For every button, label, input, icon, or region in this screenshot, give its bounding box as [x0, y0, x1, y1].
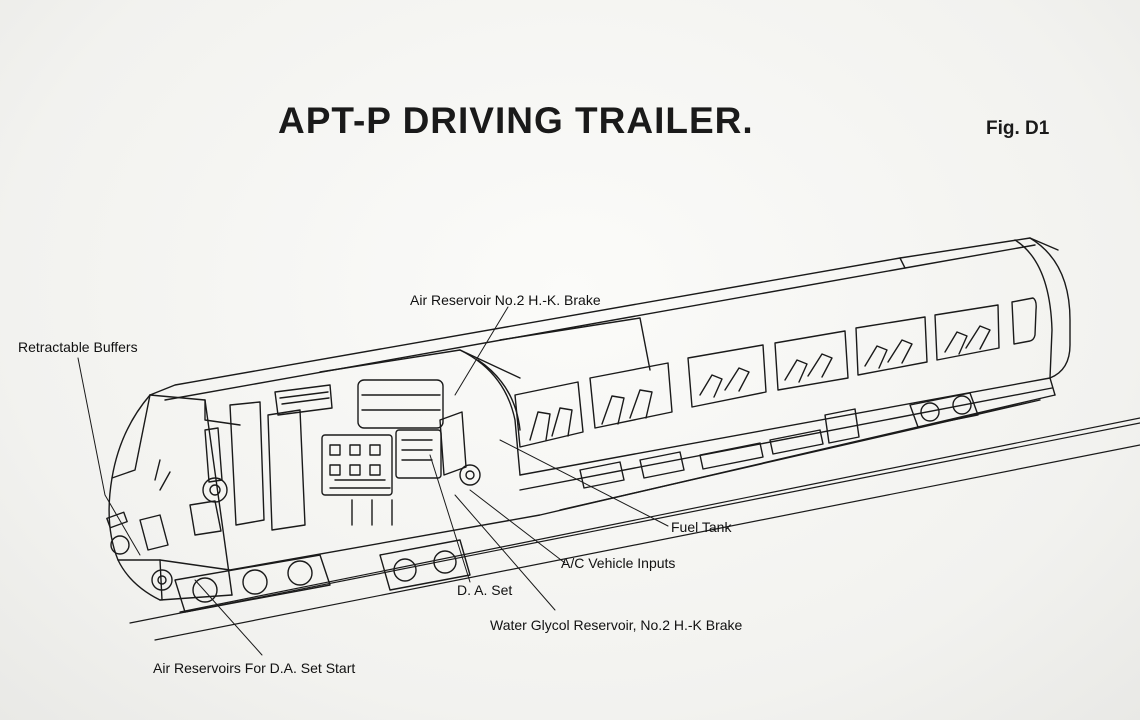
leader-air-reservoir-no2	[455, 307, 508, 395]
cutaway-interior	[275, 318, 650, 475]
callout-water-glycol: Water Glycol Reservoir, No.2 H.-K Brake	[490, 617, 743, 633]
rails	[130, 418, 1140, 640]
leader-ac-vehicle-inputs	[470, 490, 565, 563]
da-set-machinery	[322, 380, 480, 525]
leader-water-glycol	[455, 495, 555, 610]
front-buffers	[107, 460, 172, 590]
diagram-title: APT-P DRIVING TRAILER.	[278, 100, 754, 141]
callout-fuel-tank: Fuel Tank	[671, 519, 732, 535]
bogies	[175, 393, 1040, 612]
cab-equipment	[190, 402, 305, 535]
passenger-windows	[515, 298, 1036, 447]
leader-da-set	[430, 455, 470, 582]
callout-retractable-buffers: Retractable Buffers	[18, 339, 138, 355]
leader-retractable-buffers	[78, 358, 140, 555]
leader-lines	[78, 307, 668, 655]
callout-air-reservoirs-da-start: Air Reservoirs For D.A. Set Start	[153, 660, 356, 676]
callout-ac-vehicle-inputs: A/C Vehicle Inputs	[561, 555, 676, 571]
figure-label: Fig. D1	[986, 118, 1050, 139]
callout-da-set: D. A. Set	[457, 582, 513, 598]
leader-air-reservoirs-da-start	[195, 580, 262, 655]
callout-air-reservoir-no2: Air Reservoir No.2 H.-K. Brake	[410, 292, 601, 308]
leader-fuel-tank	[500, 440, 668, 526]
